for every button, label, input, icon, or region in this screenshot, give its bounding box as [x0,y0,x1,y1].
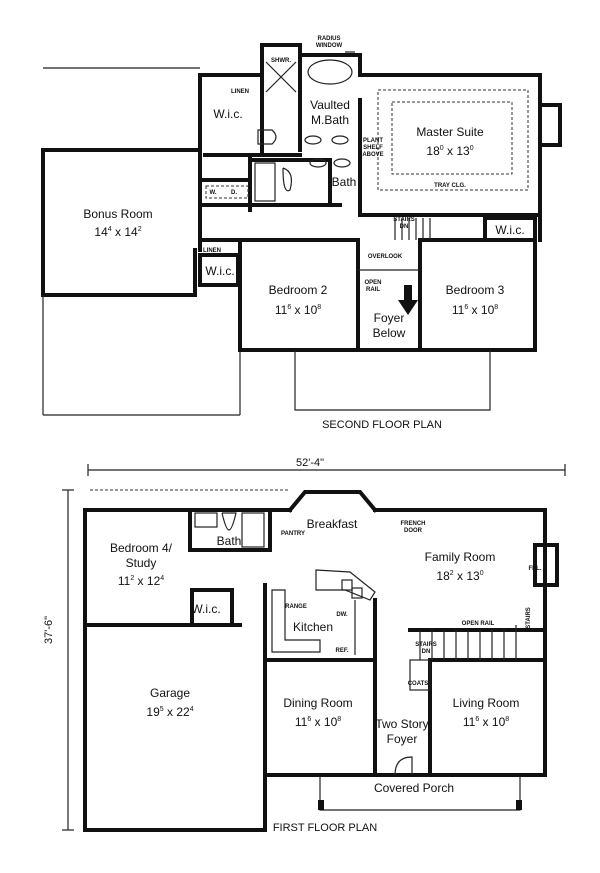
window-label: WINDOW [316,43,343,49]
stairs-label: STAIRS [393,217,415,223]
two-story-label: Two Story [375,717,428,731]
stairs-lower [419,625,517,660]
overlook-label: OVERLOOK [368,254,403,260]
bath-label-first: Bath [217,534,242,548]
overlook-arrow [398,285,418,315]
stairs-upper [394,218,431,240]
wic-label-3: W.i.c. [495,223,524,237]
above-label: ABOVE [362,152,383,158]
family-room-size: 182 x 130 [436,569,483,583]
open-label: OPEN [364,280,381,286]
linen-label-1: LINEN [231,89,249,95]
dryer-label: D. [231,190,237,196]
stairs-dn-label-first: STAIRS [415,642,437,648]
stairs-dn-label: DN [400,224,409,230]
dn-label-first: DN [422,649,431,655]
first-floor-plan: 52'-4" 37'-6" [43,455,566,834]
door-label: DOOR [404,528,423,534]
living-room-size: 116 x 108 [463,715,509,729]
radius-label: RADIUS [317,36,340,42]
bedroom-4-label: Bedroom 4/ [110,541,173,555]
wic-label-1: W.i.c. [213,107,242,121]
width-dimension: 52'-4" [296,457,324,469]
foyer-label: Foyer [374,311,405,325]
vaulted-label: Vaulted [310,98,350,112]
plant-label: PLANT [363,138,383,144]
wic-label-2: W.i.c. [205,264,234,278]
fireplace-label: FPL. [529,566,542,572]
tray-ceiling-label: TRAY CLG. [434,183,466,189]
bath-label: Bath [332,175,357,189]
bedroom-2-label: Bedroom 2 [269,283,328,297]
dining-room-size: 116 x 108 [295,715,341,729]
bedroom-2-size: 116 x 108 [275,303,321,317]
second-floor-plan: Bonus Room 144 x 142 Master Suite 180 x … [41,36,562,431]
bonus-room-size: 144 x 142 [94,225,141,239]
linen-label-2: LINEN [203,248,221,254]
bedroom-3-size: 116 x 108 [452,303,498,317]
garage-size: 195 x 224 [146,705,193,719]
coats-label: COATS [408,681,429,687]
bedroom-3-label: Bedroom 3 [446,283,505,297]
below-label: Below [373,326,406,340]
dining-room-label: Dining Room [283,696,352,710]
bedroom-4-size: 112 x 124 [118,574,164,588]
dishwasher-label: DW. [336,612,348,618]
kitchen-label: Kitchen [293,620,333,634]
second-floor-title: SECOND FLOOR PLAN [322,419,442,431]
pantry-label: PANTRY [281,531,305,537]
refrigerator-label: REF. [335,648,348,654]
shower-label: SHWR. [271,58,291,64]
open-rail-label: OPEN RAIL [462,621,495,627]
garage-label: Garage [150,686,190,700]
depth-dimension: 37'-6" [43,616,55,644]
range-label: RANGE [285,604,307,610]
first-floor-title: FIRST FLOOR PLAN [273,822,377,834]
breakfast-label: Breakfast [307,517,358,531]
stairs-up-label: STAIRS [526,607,532,629]
bonus-room-label: Bonus Room [83,207,152,221]
rail-label: RAIL [366,287,380,293]
wic-label-first: W.i.c. [191,602,220,616]
shelf-label: SHELF [363,145,383,151]
french-label: FRENCH [401,521,426,527]
family-room-label: Family Room [425,550,496,564]
master-bath-label: M.Bath [311,113,349,127]
master-suite-label: Master Suite [416,125,484,139]
washer-label: W. [210,190,217,196]
living-room-label: Living Room [453,696,520,710]
covered-porch-label: Covered Porch [374,781,454,795]
master-suite-size: 180 x 130 [426,144,473,158]
study-label: Study [126,556,157,570]
foyer-label-first: Foyer [387,732,418,746]
